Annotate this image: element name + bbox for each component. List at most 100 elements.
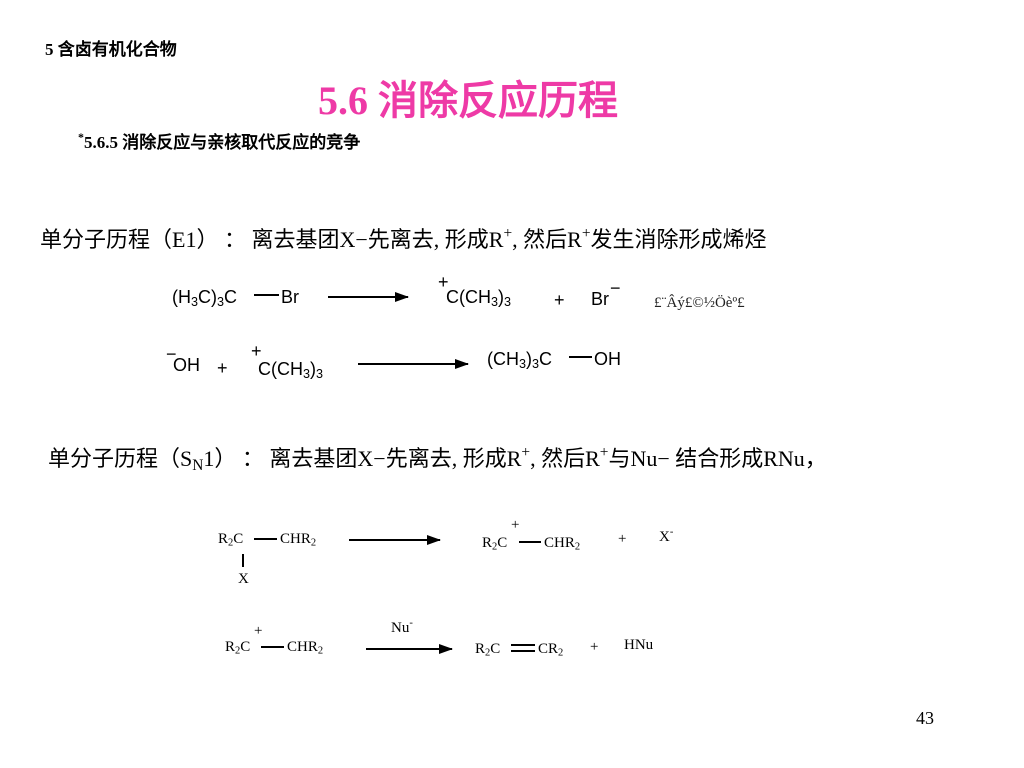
rxn3-reactant-right: CHR2	[280, 531, 316, 548]
rxn3-c: C	[233, 531, 244, 547]
rxn4-hnu: HNu	[624, 637, 654, 653]
rxn4-nucleophile: Nu-	[391, 617, 413, 637]
e1-text-part2: 先离去, 形成R	[367, 227, 504, 252]
rxn3-reactant-left: R2C	[218, 531, 243, 548]
rxn1-r-part3: C	[224, 287, 238, 307]
subsection-star: *	[78, 129, 84, 144]
chapter-heading: 5 含卤有机化合物	[45, 40, 177, 59]
rxn4-chr-sub: 2	[317, 645, 324, 657]
rxn1-reactant: (H3C)3C	[172, 287, 237, 308]
rxn3-halide: X-	[659, 526, 674, 546]
rxn3-p-r: R	[482, 535, 493, 551]
rxn3-p-r-sub: 2	[492, 541, 498, 553]
sn1-text-part6: 结合形成RNu，	[669, 446, 827, 471]
page-number: 43	[916, 708, 934, 728]
rxn4-p-c: C	[490, 641, 501, 657]
rxn4-reactant-left: R2C	[225, 639, 250, 656]
rxn1-product-charge: +	[438, 272, 449, 292]
rxn1-plus: +	[554, 290, 565, 310]
rxn3-leaving-x: X	[238, 571, 249, 587]
sn1-text-part4: , 然后R	[530, 446, 600, 471]
rxn3-chr-sub: 2	[310, 537, 317, 549]
sn1-plus-1: +	[521, 443, 531, 461]
rxn4-nu: Nu	[391, 620, 410, 636]
rxn1-br: Br	[281, 287, 299, 307]
rxn2-c-sub1: 3	[303, 367, 311, 382]
rxn1-r-part1: (H	[172, 287, 191, 307]
e1-text-part4: 发生消除形成烯烃	[590, 227, 767, 252]
rxn3-halide-x: X	[659, 529, 670, 545]
rxn2-p-part1: (CH	[487, 349, 519, 369]
rxn4-p-r: R	[475, 641, 486, 657]
rxn3-halide-charge: -	[669, 526, 674, 538]
sn1-subscript-n: N	[192, 456, 204, 474]
rxn3-p-c: C	[497, 535, 508, 551]
rxn1-garbled-note: £¨Âý£©½Öèº£	[654, 295, 745, 311]
e1-text-part3: , 然后R	[512, 227, 582, 252]
rxn1-product: C(CH3)3	[446, 287, 511, 308]
rxn3-p-chr: CHR	[544, 535, 575, 551]
rxn3-product-right: CHR2	[544, 535, 580, 552]
sn1-minus: −	[373, 446, 386, 471]
rxn2-p-part2: )	[526, 349, 533, 369]
rxn3-chr: CHR	[280, 531, 311, 547]
rxn2-c-part2: )	[310, 359, 317, 379]
rxn3-r: R	[218, 531, 229, 547]
rxn4-c: C	[240, 639, 251, 655]
rxn2-cation-charge: +	[251, 341, 262, 361]
rxn1-p-part1: C(CH	[446, 287, 491, 307]
rxn4-p-cr-sub: 2	[558, 647, 564, 659]
rxn3-product-left: R2C	[482, 535, 507, 552]
rxn4-chr: CHR	[287, 639, 318, 655]
subsection-heading: *5.6.5 消除反应与亲核取代反应的竞争	[78, 128, 360, 153]
rxn4-product-right: CR2	[538, 641, 563, 658]
rxn4-reactant-charge: +	[254, 623, 263, 639]
rxn1-p-sub1: 3	[491, 295, 499, 310]
rxn3-product-charge: +	[511, 517, 520, 533]
subsection-text: 5.6.5 消除反应与亲核取代反应的竞争	[83, 133, 361, 152]
rxn3-r-sub: 2	[228, 537, 234, 549]
rxn4-r-sub: 2	[235, 645, 241, 657]
sn1-text-part3: 先离去, 形成R	[385, 446, 522, 471]
e1-minus: −	[355, 227, 368, 252]
rxn2-c-sub2: 3	[316, 367, 324, 382]
rxn2-oh-charge: −	[166, 344, 177, 364]
rxn1-r-sub2: 3	[217, 295, 225, 310]
page-title: 5.6 消除反应历程	[318, 78, 618, 123]
rxn2-product-oh: OH	[594, 349, 621, 369]
sn1-text-part2: 1） ： 离去基团X	[203, 446, 374, 471]
e1-text-part1: 单分子历程（E1） ： 离去基团X	[40, 227, 356, 252]
sn1-minus-2: −	[657, 446, 670, 471]
e1-plus-2: +	[581, 224, 591, 242]
rxn3-p-chr-sub: 2	[574, 541, 581, 553]
rxn4-plus: +	[590, 639, 599, 655]
rxn2-p-sub1: 3	[519, 357, 527, 372]
rxn1-p-sub2: 3	[504, 295, 512, 310]
rxn2-p-sub2: 3	[532, 357, 540, 372]
rxn4-reactant-right: CHR2	[287, 639, 323, 656]
rxn2-cation: C(CH3)3	[258, 359, 323, 380]
rxn4-p-r-sub: 2	[485, 647, 491, 659]
sn1-description: 单分子历程（SN1） ： 离去基团X−先离去, 形成R+, 然后R+与Nu− 结…	[48, 441, 827, 473]
rxn1-bromide: Br	[591, 289, 609, 309]
rxn2-hydroxide: OH	[173, 355, 200, 375]
sn1-plus-2: +	[599, 443, 609, 461]
sn1-text-part5: 与Nu	[608, 446, 658, 471]
rxn1-bromide-charge: −	[610, 278, 621, 298]
rxn3-plus: +	[618, 531, 627, 547]
e1-plus-1: +	[503, 224, 513, 242]
rxn1-p-part2: )	[498, 287, 505, 307]
rxn2-product: (CH3)3C	[487, 349, 552, 370]
sn1-text-part1: 单分子历程（S	[48, 446, 193, 471]
rxn1-r-sub1: 3	[191, 295, 199, 310]
rxn2-c-part1: C(CH	[258, 359, 303, 379]
rxn4-product-left: R2C	[475, 641, 500, 658]
rxn1-r-part2: C)	[198, 287, 218, 307]
rxn2-plus: +	[217, 358, 228, 378]
rxn4-r: R	[225, 639, 236, 655]
e1-description: 单分子历程（E1） ： 离去基团X−先离去, 形成R+, 然后R+发生消除形成烯…	[40, 222, 767, 254]
rxn4-p-cr: CR	[538, 641, 559, 657]
rxn4-nu-charge: -	[409, 617, 413, 629]
rxn2-p-carbon: C	[539, 349, 553, 369]
